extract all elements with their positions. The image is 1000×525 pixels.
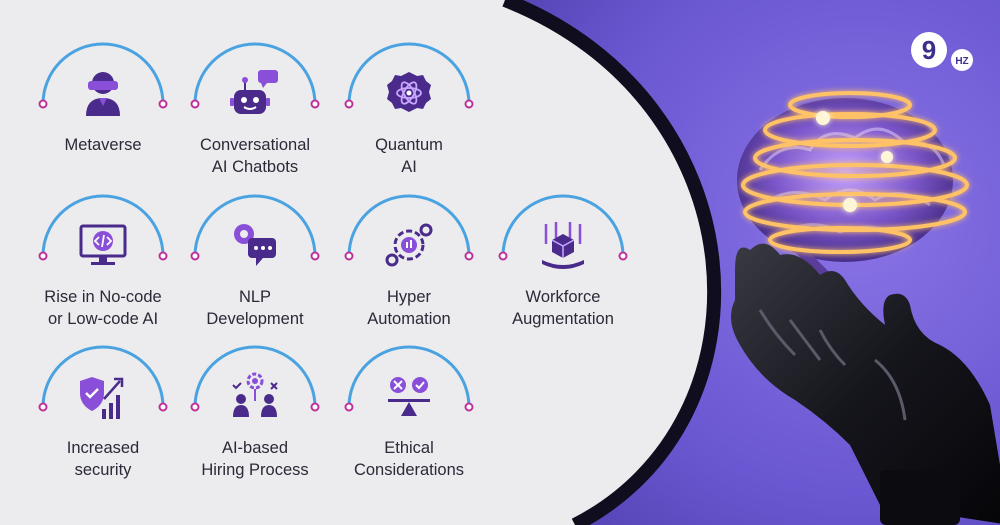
arc-ornament bbox=[38, 42, 168, 109]
arc-ornament bbox=[38, 194, 168, 261]
trend-ethics: Ethical Considerations bbox=[334, 345, 484, 490]
logo-mark: 9 bbox=[922, 35, 936, 65]
hiring-people-icon bbox=[232, 372, 278, 417]
gears-automation-icon bbox=[385, 223, 433, 267]
trend-label: Metaverse bbox=[64, 136, 142, 154]
trend-metaverse: Metaverse bbox=[28, 42, 178, 187]
trend-hyper: Hyper Automation bbox=[334, 194, 484, 339]
code-monitor-icon bbox=[79, 224, 127, 265]
atom-icon bbox=[387, 72, 431, 112]
trend-label: Conversational AI Chatbots bbox=[199, 136, 311, 176]
balance-scale-icon bbox=[388, 377, 430, 416]
robot-hand bbox=[731, 243, 1000, 525]
cube-platform-icon bbox=[542, 222, 584, 269]
nlp-chat-icon bbox=[234, 224, 276, 266]
arc-ornament bbox=[190, 345, 320, 412]
vr-headset-icon bbox=[86, 72, 120, 116]
trend-label: Quantum AI bbox=[375, 136, 443, 176]
arc-ornament bbox=[190, 42, 320, 109]
trend-label: AI-based Hiring Process bbox=[201, 439, 309, 479]
trend-label: Ethical Considerations bbox=[353, 439, 465, 479]
trend-chatbots: Conversational AI Chatbots bbox=[180, 42, 330, 187]
trend-nocode: Rise in No-code or Low-code AI bbox=[28, 194, 178, 339]
trend-label: Hyper Automation bbox=[367, 288, 451, 328]
trend-label: Rise in No-code or Low-code AI bbox=[44, 288, 162, 328]
trend-nlp: NLP Development bbox=[180, 194, 330, 339]
arc-ornament bbox=[498, 194, 628, 261]
arc-ornament bbox=[344, 42, 474, 109]
trend-label: Workforce Augmentation bbox=[512, 288, 614, 328]
trend-quantum: Quantum AI bbox=[334, 42, 484, 187]
arc-ornament bbox=[344, 345, 474, 412]
robot-chat-icon bbox=[230, 70, 278, 114]
arc-ornament bbox=[190, 194, 320, 261]
trend-label: NLP Development bbox=[206, 288, 304, 328]
trend-label: Increased security bbox=[66, 439, 140, 479]
brand-logo: 9 HZ bbox=[911, 32, 973, 71]
shield-chart-icon bbox=[80, 377, 124, 419]
arc-ornament bbox=[344, 194, 474, 261]
logo-suffix: HZ bbox=[955, 56, 968, 67]
trend-hiring: AI-based Hiring Process bbox=[180, 345, 330, 490]
trend-workforce: Workforce Augmentation bbox=[488, 194, 638, 339]
trend-security: Increased security bbox=[28, 345, 178, 490]
arc-ornament bbox=[38, 345, 168, 412]
